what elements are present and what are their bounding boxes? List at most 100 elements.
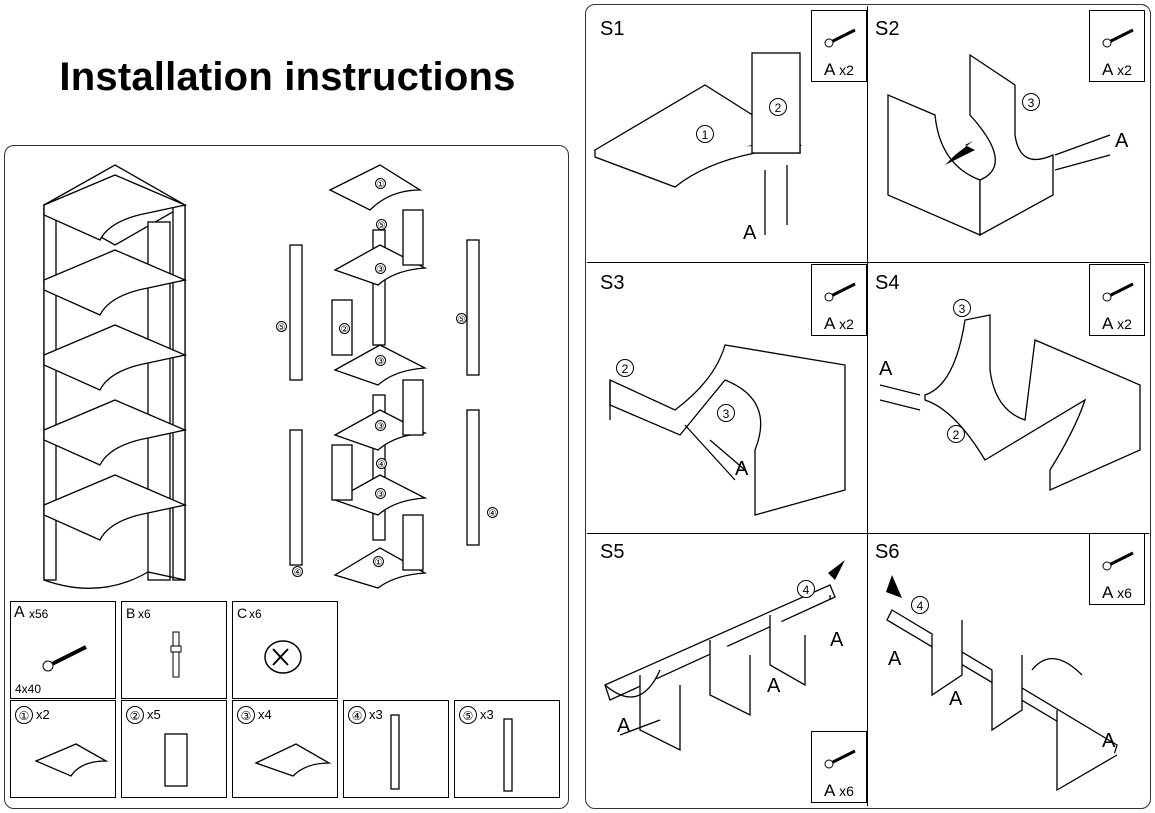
board-cell-4: ④ x3 [343, 700, 449, 798]
assembled-shelf-illustration [42, 164, 188, 589]
hardware-a-qty: x56 [29, 607, 49, 621]
board-4-qty: x3 [369, 707, 383, 722]
step-s1-hardware-box: A x2 [811, 10, 867, 82]
screw-icon [1102, 551, 1134, 571]
board-cell-5: ⑤ x3 [454, 700, 560, 798]
step-s5-screw-a-1: A [830, 629, 844, 651]
board-cell-1: ① x2 [10, 700, 116, 798]
screw-icon [1102, 282, 1134, 302]
dowel-bolt-icon [170, 631, 182, 678]
step-s4-part-2: 2 [947, 425, 965, 443]
board-cell-2: ② x5 [121, 700, 227, 798]
long-panel-icon [503, 718, 513, 792]
exploded-view-illustration [289, 164, 480, 589]
step-s6-screw-a-3: A [1102, 730, 1116, 752]
step-s2-part-3: 3 [1022, 93, 1040, 111]
side-board-icon [164, 733, 188, 787]
steps-divider-vertical [867, 6, 868, 806]
step-s1-illustration [593, 52, 803, 235]
exploded-label-3: ③ [375, 263, 386, 274]
step-s5-part-4: 4 [797, 580, 815, 598]
exploded-label-4: ④ [292, 566, 303, 577]
hardware-a-label: A [14, 604, 25, 621]
step-s5-hw-qty: x6 [839, 783, 854, 799]
step-s2-screw-a: A [1115, 130, 1129, 152]
step-s4-hw-label: A [1102, 314, 1113, 333]
exploded-label-5: ⑤ [456, 313, 467, 324]
board-cell-3: ③ x4 [232, 700, 338, 798]
step-s4-hw-qty: x2 [1117, 316, 1132, 332]
step-s3-label: S3 [600, 272, 625, 294]
hardware-a-size: 4x40 [15, 682, 42, 696]
board-2-number: ② [126, 706, 144, 724]
hardware-c-label: C [237, 605, 248, 621]
step-s4-part-3: 3 [953, 299, 971, 317]
step-s6-hw-qty: x6 [1117, 585, 1132, 601]
screw-icon [824, 749, 856, 769]
hardware-cell-a: A x56 4x40 [10, 601, 116, 699]
step-s2-hw-qty: x2 [1117, 62, 1132, 78]
step-s1-part-1: 1 [696, 125, 714, 143]
exploded-label-3: ③ [375, 355, 386, 366]
step-s4-illustration [879, 314, 1141, 492]
steps-panel [585, 4, 1151, 809]
step-s4-screw-a: A [879, 358, 893, 380]
assembled-shelf [43, 249, 188, 316]
cam-lock-icon [264, 640, 302, 674]
step-s3-hw-qty: x2 [839, 316, 854, 332]
step-s6-hardware-box: A x6 [1089, 533, 1145, 605]
step-s1-hw-label: A [824, 60, 835, 79]
exploded-label-4: ④ [487, 507, 498, 518]
exploded-label-2: ② [339, 323, 350, 334]
step-s2-hw-label: A [1102, 60, 1113, 79]
step-s5-screw-a-2: A [767, 675, 781, 697]
step-s2-label: S2 [875, 18, 900, 40]
exploded-label-3: ③ [375, 488, 386, 499]
step-s5-label: S5 [600, 541, 625, 563]
step-s6-part-4: 4 [911, 596, 929, 614]
step-s5-hardware-box: A x6 [811, 731, 867, 803]
step-s1-part-2: 2 [769, 98, 787, 116]
hardware-c-qty: x6 [249, 607, 262, 621]
step-s3-part-2: 2 [616, 359, 634, 377]
board-2-qty: x5 [147, 707, 161, 722]
exploded-label-3: ③ [375, 420, 386, 431]
long-panel-icon [390, 714, 400, 790]
step-s6-label: S6 [875, 541, 900, 563]
step-s4-label: S4 [875, 272, 900, 294]
step-s2-hardware-box: A x2 [1089, 10, 1145, 82]
exploded-label-1: ① [373, 556, 384, 567]
step-s6-screw-a-2: A [949, 688, 963, 710]
board-5-number: ⑤ [459, 706, 477, 724]
hardware-cell-b: B x6 [121, 601, 227, 699]
step-s3-illustration [609, 344, 846, 516]
step-s6-screw-a-1: A [888, 648, 902, 670]
exploded-label-5: ⑤ [376, 219, 387, 230]
assembled-shelf [43, 399, 188, 466]
step-s4-hardware-box: A x2 [1089, 264, 1145, 336]
hardware-b-label: B [126, 605, 136, 621]
steps-divider-h1 [587, 262, 1149, 263]
assembled-shelf [43, 174, 188, 241]
parts-overview-panel [4, 145, 569, 809]
step-s3-hw-label: A [824, 314, 835, 333]
step-s1-label: S1 [600, 18, 625, 40]
board-3-number: ③ [237, 706, 255, 724]
screw-icon [824, 282, 856, 302]
screw-icon [42, 645, 87, 672]
step-s6-hw-label: A [1102, 583, 1113, 602]
steps-divider-h2 [587, 533, 1149, 534]
step-s2-illustration [887, 53, 1111, 237]
hardware-b-qty: x6 [138, 607, 151, 621]
hardware-cell-c: C x6 [232, 601, 338, 699]
corner-top-board-icon [34, 743, 109, 777]
step-s5-hw-label: A [824, 781, 835, 800]
exploded-label-1: ① [375, 178, 386, 189]
step-s5-illustration [604, 560, 845, 752]
step-s3-screw-a: A [735, 458, 749, 480]
step-s3-part-3: 3 [717, 404, 735, 422]
page-title: Installation instructions [59, 55, 516, 99]
board-3-qty: x4 [258, 707, 272, 722]
step-s1-screw-a: A [743, 222, 757, 244]
board-1-number: ① [15, 706, 33, 724]
